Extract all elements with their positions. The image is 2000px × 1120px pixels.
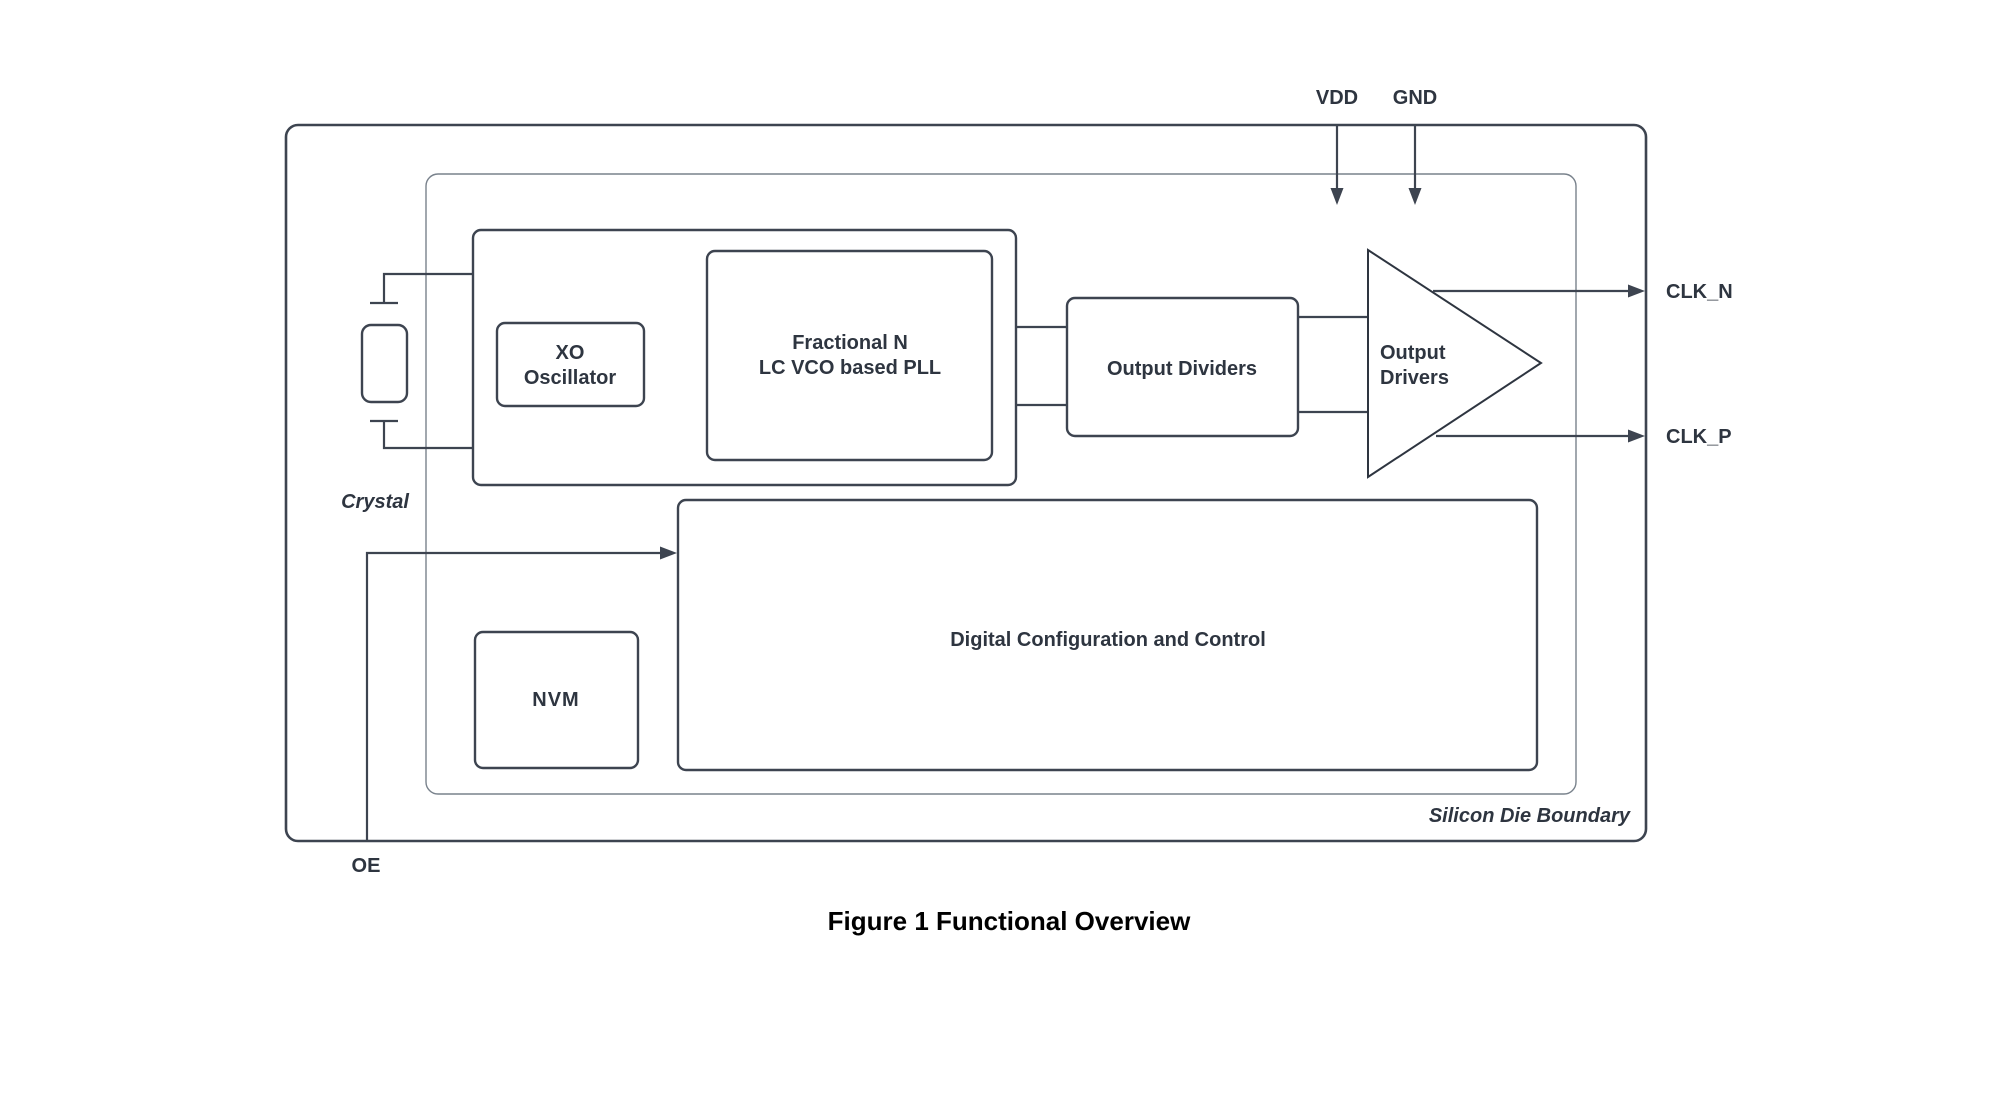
- gnd-arrowhead-icon: [1408, 188, 1422, 205]
- xo-oscillator-label-line1: XO: [556, 342, 585, 364]
- output-drivers-label-line1: Output: [1380, 342, 1446, 364]
- oe-pin-label: OE: [352, 855, 381, 877]
- digital-config-label: Digital Configuration and Control: [950, 629, 1266, 651]
- output-drivers-triangle: [1367, 248, 1543, 479]
- output-dividers-label: Output Dividers: [1107, 358, 1257, 380]
- clkp-arrowhead-icon: [1628, 429, 1645, 443]
- clkp-pin-label: CLK_P: [1666, 426, 1732, 448]
- silicon-die-boundary-box: [284, 123, 1648, 843]
- output-dividers-box: [1065, 296, 1300, 438]
- nvm-label: NVM: [532, 689, 579, 711]
- crystal-wire-top: [382, 272, 473, 303]
- crystal-body: [360, 323, 409, 404]
- oe-arrowhead-icon: [660, 546, 677, 560]
- nvm-box: [473, 630, 640, 770]
- silicon-die-boundary-label: Silicon Die Boundary: [1429, 805, 1631, 827]
- crystal-symbol: [360, 272, 473, 450]
- figure-caption: Figure 1 Functional Overview: [828, 906, 1191, 936]
- vdd-pin-label: VDD: [1316, 87, 1358, 109]
- fractional-pll-label-line1: Fractional N: [792, 332, 908, 354]
- clkn-pin-label: CLK_N: [1666, 281, 1733, 303]
- crystal-label: Crystal: [341, 491, 409, 513]
- digital-config-box: [676, 498, 1539, 772]
- oe-wire: [365, 551, 663, 841]
- xo-oscillator-label-line2: Oscillator: [524, 367, 616, 389]
- fractional-pll-label-line2: LC VCO based PLL: [759, 357, 941, 379]
- fractional-pll-box: [705, 249, 994, 462]
- crystal-wire-bottom: [382, 421, 473, 450]
- inner-boundary-box: [425, 173, 1577, 795]
- gnd-pin-label: GND: [1393, 87, 1437, 109]
- clkn-arrowhead-icon: [1628, 284, 1645, 298]
- vdd-arrowhead-icon: [1330, 188, 1344, 205]
- output-drivers-label-line2: Drivers: [1380, 367, 1449, 389]
- xo-oscillator-box: [495, 321, 646, 408]
